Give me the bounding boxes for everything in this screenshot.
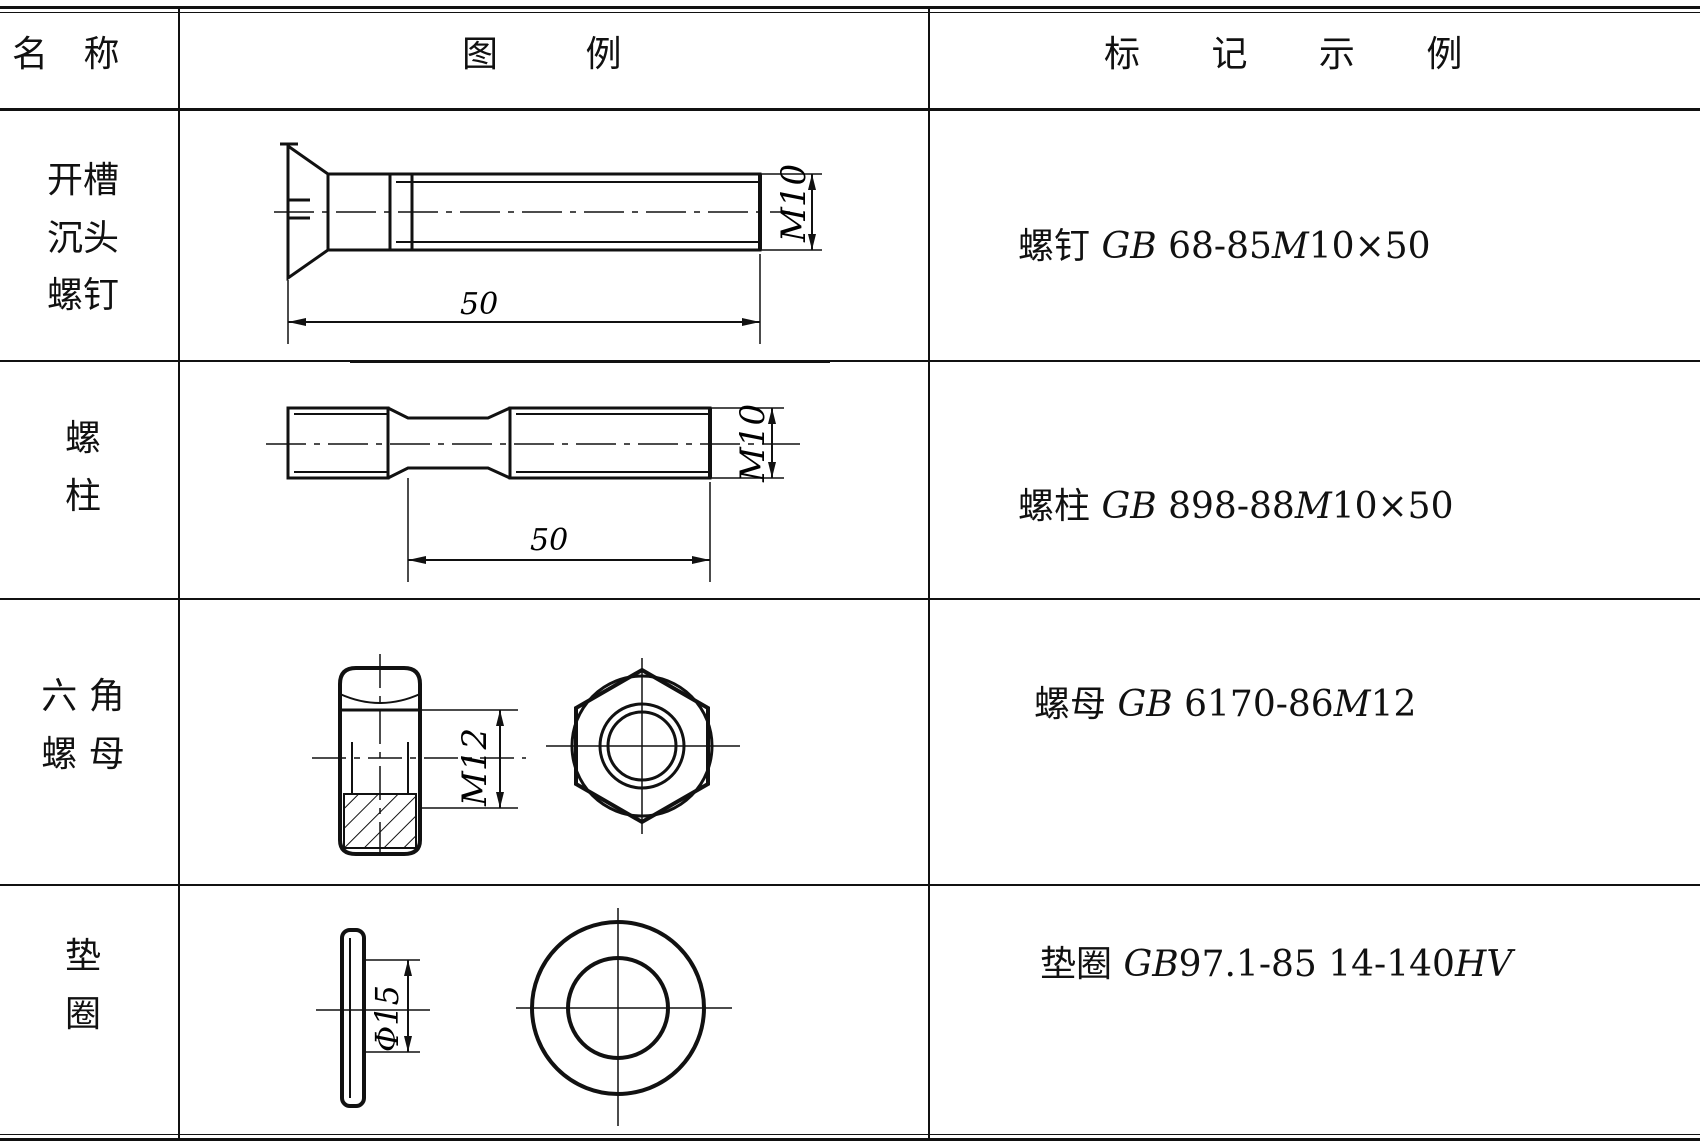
top-border-inner <box>0 12 1700 13</box>
mark-prefix: 螺母 <box>1034 684 1118 725</box>
row2-divider <box>0 598 1700 600</box>
row2-name: 螺 柱 <box>8 410 158 525</box>
row1-name-line: 沉头 <box>46 217 119 259</box>
mark-spec: 10×50 <box>1331 486 1454 527</box>
mark-gb: GB <box>1101 226 1157 267</box>
row1-divider <box>0 360 1700 362</box>
mark-num: 898-88 <box>1156 486 1295 527</box>
mark-m: M <box>1271 226 1309 267</box>
stud-dia-label: M10 <box>733 404 773 483</box>
row3-mark: 螺母 GB 6170-86M12 <box>1034 676 1416 734</box>
washer-figure: Φ15 <box>316 908 732 1126</box>
bottom-border-inner <box>0 1134 1700 1135</box>
row1-mark: 螺钉 GB 68-85M10×50 <box>1018 218 1431 276</box>
scan-line <box>350 360 830 363</box>
header-mark: 标 记 示 例 <box>1104 34 1493 75</box>
screw-dia-label: M10 <box>774 164 814 243</box>
mark-spec: 12 <box>1370 684 1417 725</box>
row3-divider <box>0 884 1700 886</box>
row2-mark: 螺柱 GB 898-88M10×50 <box>1018 478 1453 536</box>
stud-figure: M10 50 <box>266 404 800 582</box>
row1-name-line: 螺钉 <box>46 275 119 317</box>
stud-length-label: 50 <box>530 523 568 558</box>
mark-spec: 10×50 <box>1308 226 1431 267</box>
top-border <box>0 6 1700 9</box>
mark-prefix: 螺柱 <box>1018 486 1102 527</box>
bottom-border <box>0 1138 1700 1141</box>
mark-m: M <box>1333 684 1371 725</box>
mark-gb: GB <box>1101 486 1157 527</box>
row1-name: 开槽 沉头 螺钉 <box>8 152 158 325</box>
screw-length-label: 50 <box>460 287 498 322</box>
mark-num: 97.1-85 14-140 <box>1178 944 1455 985</box>
mark-gb: GB <box>1117 684 1173 725</box>
mark-m: HV <box>1454 944 1513 985</box>
hex-nut-figure: M12 <box>312 654 740 864</box>
mark-prefix: 螺钉 <box>1018 226 1102 267</box>
mark-num: 6170-86 <box>1172 684 1334 725</box>
row2-name-line: 柱 <box>64 475 101 517</box>
nut-dia-label: M12 <box>455 728 495 807</box>
row2-name-line: 螺 <box>64 418 101 459</box>
row1-name-line: 开槽 <box>46 160 119 201</box>
header-divider <box>0 108 1700 111</box>
col-divider-1 <box>178 8 180 1138</box>
mark-num: 68-85 <box>1156 226 1272 267</box>
header-figure: 图 例 <box>462 34 660 75</box>
screw-figure: M10 50 <box>274 142 822 344</box>
mark-gb: GB <box>1123 944 1179 985</box>
row3-name-line: 六 角 <box>41 676 125 717</box>
row3-name: 六 角 螺 母 <box>8 668 158 783</box>
mark-m: M <box>1294 486 1332 527</box>
row4-name: 垫 圈 <box>8 928 158 1043</box>
row4-name-line: 垫 <box>64 936 101 977</box>
col-divider-2 <box>928 8 930 1138</box>
mark-prefix: 垫圈 <box>1040 944 1124 985</box>
row4-mark: 垫圈 GB97.1-85 14-140HV <box>1040 936 1512 994</box>
header-name: 名 称 <box>12 34 132 75</box>
row3-name-line: 螺 母 <box>41 733 125 775</box>
washer-dia-label: Φ15 <box>368 985 406 1052</box>
row4-name-line: 圈 <box>64 993 101 1035</box>
